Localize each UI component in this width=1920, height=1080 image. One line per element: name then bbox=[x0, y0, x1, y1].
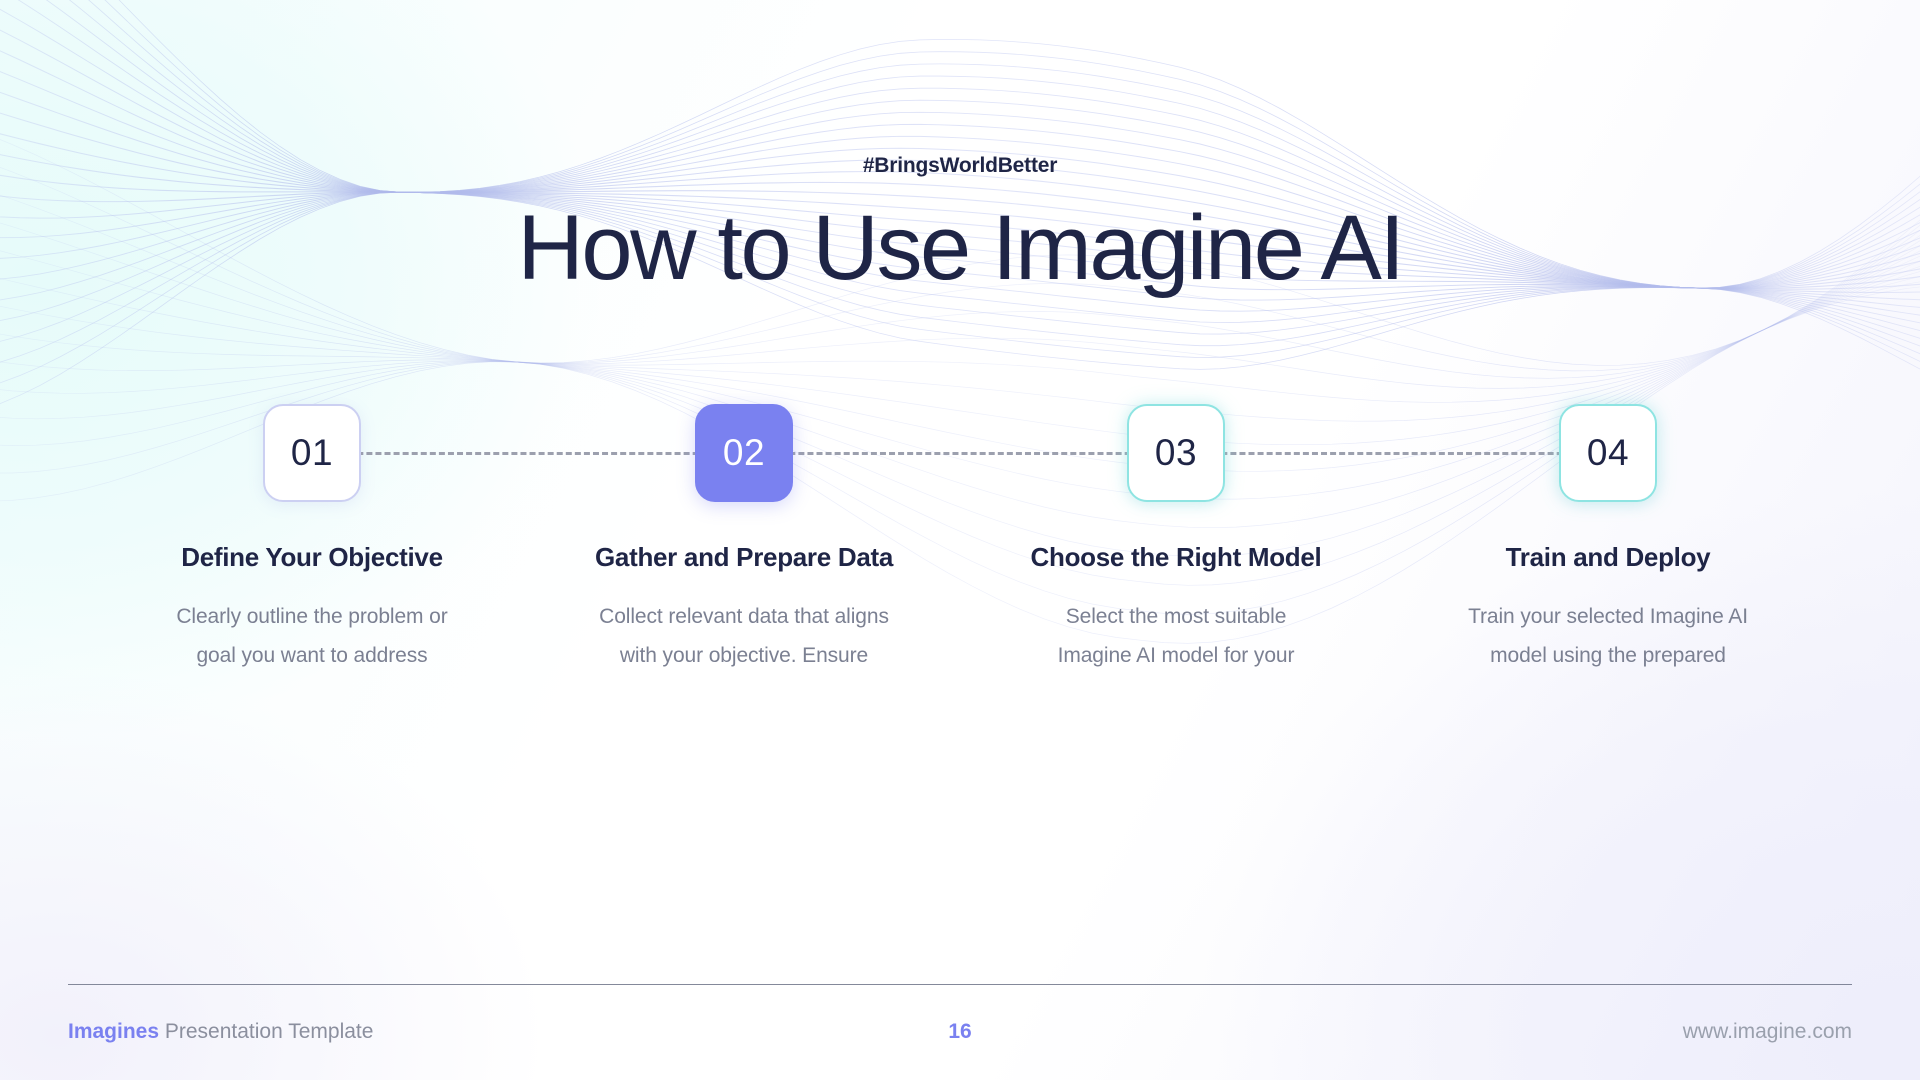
step-item-3: 03 Choose the Right Model Select the mos… bbox=[960, 404, 1608, 824]
step-connector-1 bbox=[312, 452, 744, 455]
step-connector-2 bbox=[744, 452, 1176, 455]
steps-container: 01 Define Your Objective Clearly outline… bbox=[96, 404, 1824, 824]
slide-header: #BringsWorldBetter How to Use Imagine AI bbox=[0, 0, 1920, 297]
step-title-1: Define Your Objective bbox=[181, 542, 443, 572]
step-description-4: Train your selected Imagine AI model usi… bbox=[1468, 605, 1748, 668]
hashtag-label: #BringsWorldBetter bbox=[862, 154, 1058, 177]
footer-credit: Imagines Presentation Template bbox=[68, 1020, 373, 1044]
page-title: How to Use Imagine AI bbox=[517, 197, 1405, 299]
footer-brand-name: Imagines bbox=[68, 1020, 165, 1043]
footer-tagline: Presentation Template bbox=[164, 1020, 374, 1043]
step-item-2: 02 Gather and Prepare Data Collect relev… bbox=[528, 404, 1176, 824]
step-description-1: Clearly outline the problem or goal you … bbox=[176, 605, 448, 668]
step-connector-3 bbox=[1176, 452, 1608, 455]
step-description-3: Select the most suitable Imagine AI mode… bbox=[1057, 605, 1295, 668]
step-title-3: Choose the Right Model bbox=[1030, 542, 1322, 572]
step-number-label-3: 03 bbox=[1154, 432, 1198, 473]
step-number-label-4: 04 bbox=[1586, 432, 1630, 473]
step-number-label-2: 02 bbox=[722, 432, 766, 473]
step-number-badge-1[interactable]: 01 bbox=[263, 404, 361, 502]
footer-divider bbox=[68, 984, 1852, 985]
step-title-2: Gather and Prepare Data bbox=[595, 542, 893, 572]
step-badge-row-1: 01 bbox=[96, 404, 744, 502]
step-number-badge-2[interactable]: 02 bbox=[695, 404, 793, 502]
step-item-4: 04 Train and Deploy Train your selected … bbox=[1392, 404, 1824, 824]
page-number: 16 bbox=[948, 1020, 972, 1043]
footer-website[interactable]: www.imagine.com bbox=[1682, 1020, 1852, 1043]
step-number-badge-4[interactable]: 04 bbox=[1559, 404, 1657, 502]
step-number-label-1: 01 bbox=[290, 432, 334, 473]
step-title-4: Train and Deploy bbox=[1505, 542, 1711, 572]
step-description-2: Collect relevant data that aligns with y… bbox=[599, 605, 889, 668]
step-item-1: 01 Define Your Objective Clearly outline… bbox=[96, 404, 744, 824]
step-number-badge-3[interactable]: 03 bbox=[1127, 404, 1225, 502]
slide-footer: Imagines Presentation Template 16 www.im… bbox=[68, 984, 1852, 1080]
